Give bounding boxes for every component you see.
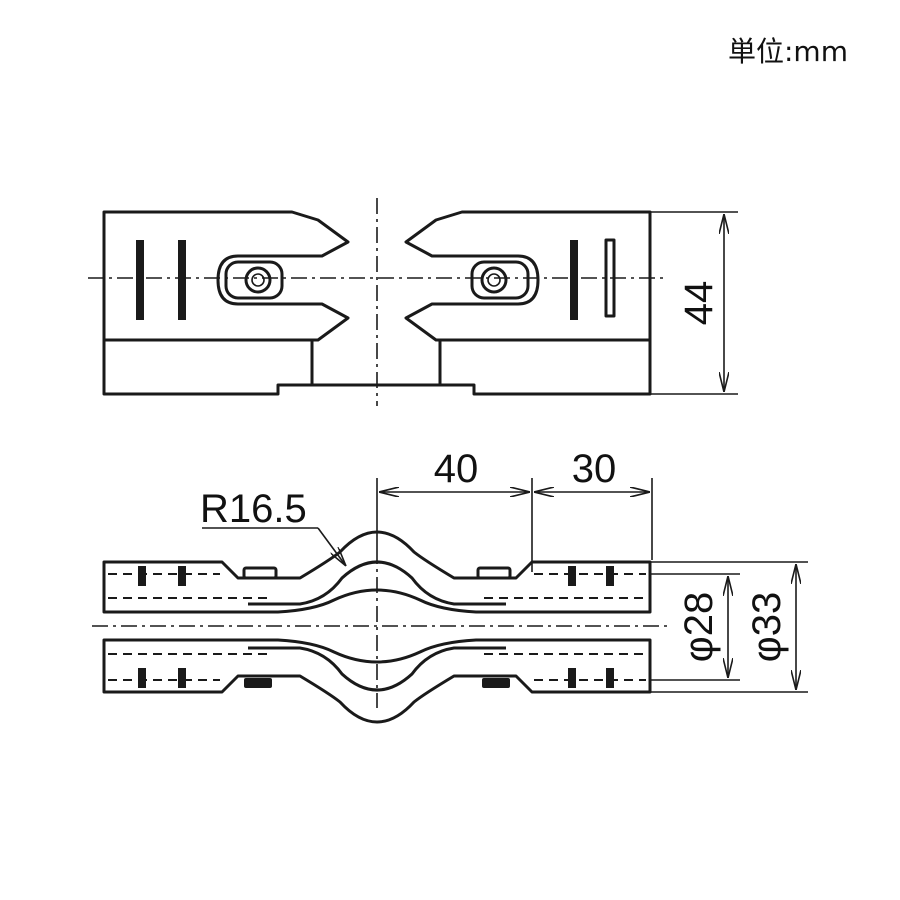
dim-40-label: 40 [434,447,479,491]
radius-leader [317,527,346,566]
top-right-slot-2 [604,238,616,318]
right-bolt-icon [480,266,508,294]
side-inner-pipe-top [248,560,506,606]
side-inner-pipe-bottom [248,646,506,692]
side-slot-ul-1 [138,566,146,586]
top-left-slot-2 [178,240,186,320]
radius-label: R16.5 [200,487,307,531]
unit-label: 単位:mm [728,35,848,68]
side-slot-lr-2 [606,668,614,688]
right-bolt-hex [487,273,501,287]
side-slot-ll-2 [178,668,186,688]
top-left-base [102,340,314,396]
side-slot-ur-2 [606,566,614,586]
side-slot-ul-2 [178,566,186,586]
left-bolt-icon [244,266,272,294]
top-left-slot-1 [136,240,144,320]
top-left-body [102,210,350,342]
top-right-body [404,210,652,342]
dim-dia28-label: φ28 [677,592,721,662]
side-view: 40 30 R16.5 φ28 φ33 [92,447,808,724]
side-bolt-top-right [476,566,512,580]
side-slot-ll-1 [138,668,146,688]
side-lower-band [102,638,652,724]
dim-30-label: 30 [572,447,617,491]
top-view: 44 [88,198,738,406]
side-slot-lr-1 [568,668,576,688]
top-right-base [438,340,652,396]
side-slot-ur-1 [568,566,576,586]
top-right-slot-1 [570,240,578,320]
right-bolt-housing [470,260,530,300]
dim-dia33-label: φ33 [745,592,789,662]
side-bolt-bottom-right [482,678,510,688]
dim-44-label: 44 [677,281,721,326]
side-bolt-top-left [242,566,278,580]
left-bolt-hex [251,273,265,287]
left-bolt-housing [224,260,284,300]
side-bolt-bottom-left [244,678,272,688]
